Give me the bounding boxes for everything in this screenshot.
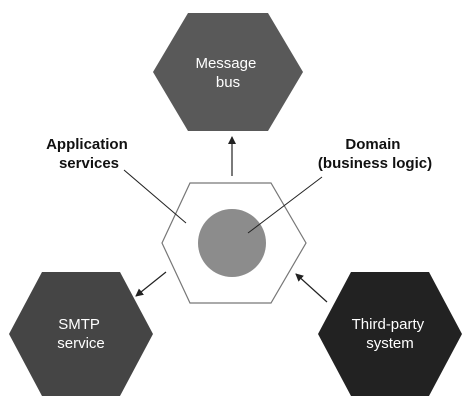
domain-line2: (business logic)	[318, 155, 432, 172]
third-party-system-label-line2: system	[366, 335, 414, 352]
application-services-leader-line	[123, 169, 187, 224]
application-services-line1: Application	[46, 136, 128, 153]
smtp-service-label-line1: SMTP	[58, 316, 100, 333]
arrow-to-smtp-service	[135, 271, 167, 297]
domain-annotation: Domain (business logic)	[318, 136, 432, 172]
message-bus-label: Message bus	[195, 55, 260, 91]
arrow-from-third-party-system	[295, 273, 328, 303]
third-party-system-label-line1: Third-party	[352, 316, 425, 333]
domain-line1: Domain	[345, 136, 400, 153]
smtp-service-hexagon	[9, 272, 153, 396]
smtp-service-node: SMTP service	[9, 272, 153, 396]
smtp-service-label: SMTP service	[57, 316, 105, 352]
application-services-annotation: Application services	[46, 136, 132, 172]
third-party-system-label: Third-party system	[352, 316, 429, 352]
domain-leader-line	[247, 176, 323, 234]
third-party-system-node: Third-party system	[318, 272, 462, 396]
smtp-service-label-line2: service	[57, 335, 105, 352]
message-bus-label-line1: Message	[195, 55, 256, 72]
domain-core-circle	[198, 209, 266, 277]
message-bus-node: Message bus	[153, 13, 303, 131]
message-bus-hexagon	[153, 13, 303, 131]
application-node	[161, 182, 307, 304]
message-bus-label-line2: bus	[216, 74, 240, 91]
third-party-system-hexagon	[318, 272, 462, 396]
application-services-line2: services	[59, 155, 119, 172]
